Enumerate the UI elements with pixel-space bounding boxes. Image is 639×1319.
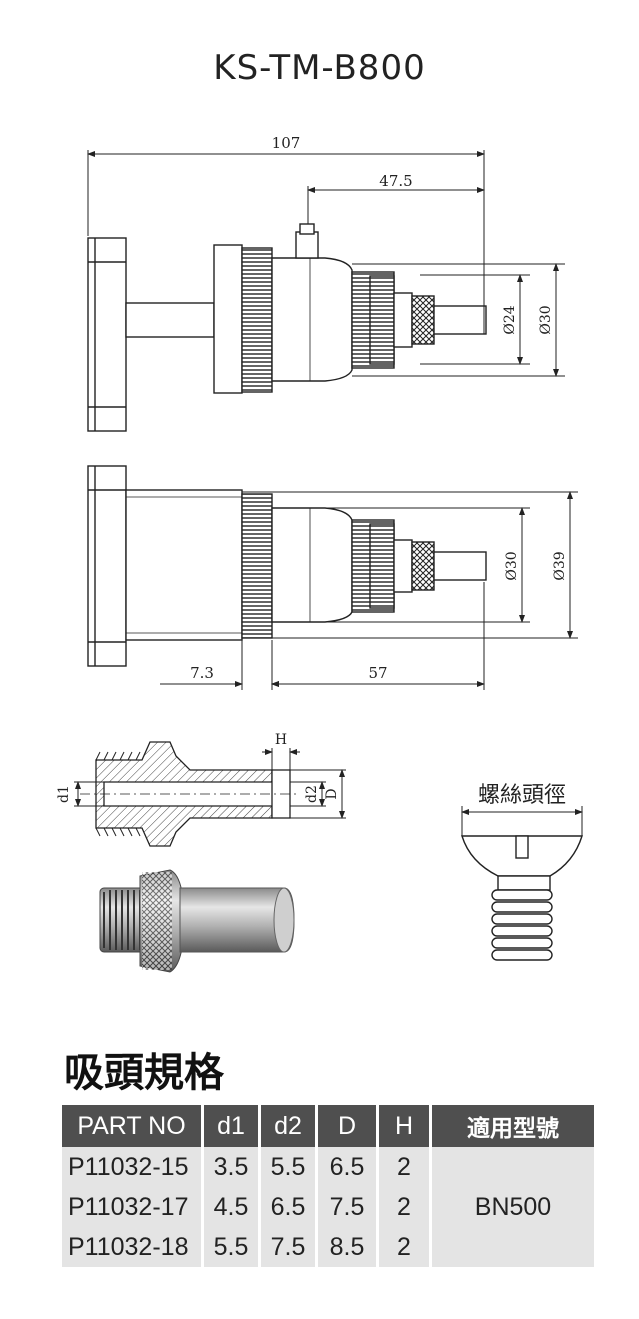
cell-part-no: P11032-15 [62, 1147, 204, 1187]
cell-d2: 5.5 [261, 1147, 318, 1187]
dim-overall: 107 [272, 134, 301, 152]
cell-h: 2 [379, 1147, 432, 1187]
cell-h: 2 [379, 1227, 432, 1267]
page-title: KS-TM-B800 [213, 48, 426, 88]
cell-d1: 5.5 [204, 1227, 261, 1267]
side-view [87, 465, 487, 667]
table-row: P11032-18 5.5 7.5 8.5 2 [62, 1227, 594, 1267]
col-model: 適用型號 [432, 1105, 594, 1147]
dim-right: 57 [368, 664, 387, 682]
dim-dia-outer-top: Ø30 [538, 305, 554, 334]
dim-d2: d2 [304, 785, 320, 803]
top-dimensions [87, 150, 565, 377]
dim-dia-inner-side: Ø30 [504, 551, 520, 580]
spec-table: PART NO d1 d2 D H 適用型號 P11032-15 3.5 5.5… [62, 1105, 594, 1267]
side-dimensions [160, 491, 578, 690]
col-d2: d2 [261, 1105, 318, 1147]
cell-part-no: P11032-18 [62, 1227, 204, 1267]
dim-left: 7.3 [190, 664, 214, 682]
dim-d1: d1 [56, 785, 72, 803]
cell-model: BN500 [432, 1147, 594, 1267]
col-h: H [379, 1105, 432, 1147]
cell-d2: 7.5 [261, 1227, 318, 1267]
cell-part-no: P11032-17 [62, 1187, 204, 1227]
nozzle-photo [99, 869, 295, 973]
col-d1: d1 [204, 1105, 261, 1147]
thread-label: 螺絲頭徑 [478, 783, 566, 808]
col-part-no: PART NO [62, 1105, 204, 1147]
cell-h: 2 [379, 1187, 432, 1227]
cell-d: 7.5 [318, 1187, 379, 1227]
table-row: P11032-15 3.5 5.5 6.5 2 BN500 [62, 1147, 594, 1267]
cell-d2: 6.5 [261, 1187, 318, 1227]
top-view [87, 223, 487, 432]
dim-d: D [324, 788, 340, 799]
cell-d: 8.5 [318, 1227, 379, 1267]
dim-dia-outer-side: Ø39 [552, 551, 568, 580]
table-header-row: PART NO d1 d2 D H 適用型號 [62, 1105, 594, 1147]
cell-d: 6.5 [318, 1147, 379, 1187]
cell-d1: 3.5 [204, 1147, 261, 1187]
cell-d1: 4.5 [204, 1187, 261, 1227]
dim-h: H [275, 732, 287, 748]
nozzle-dimensions [74, 748, 346, 819]
dim-dia-inner-top: Ø24 [502, 305, 518, 334]
nozzle-section [80, 741, 300, 847]
screw-diagram [461, 835, 583, 961]
section-title: 吸頭規格 [64, 1050, 224, 1096]
table-row: P11032-17 4.5 6.5 7.5 2 [62, 1187, 594, 1227]
col-d: D [318, 1105, 379, 1147]
dim-partial: 47.5 [379, 172, 412, 190]
